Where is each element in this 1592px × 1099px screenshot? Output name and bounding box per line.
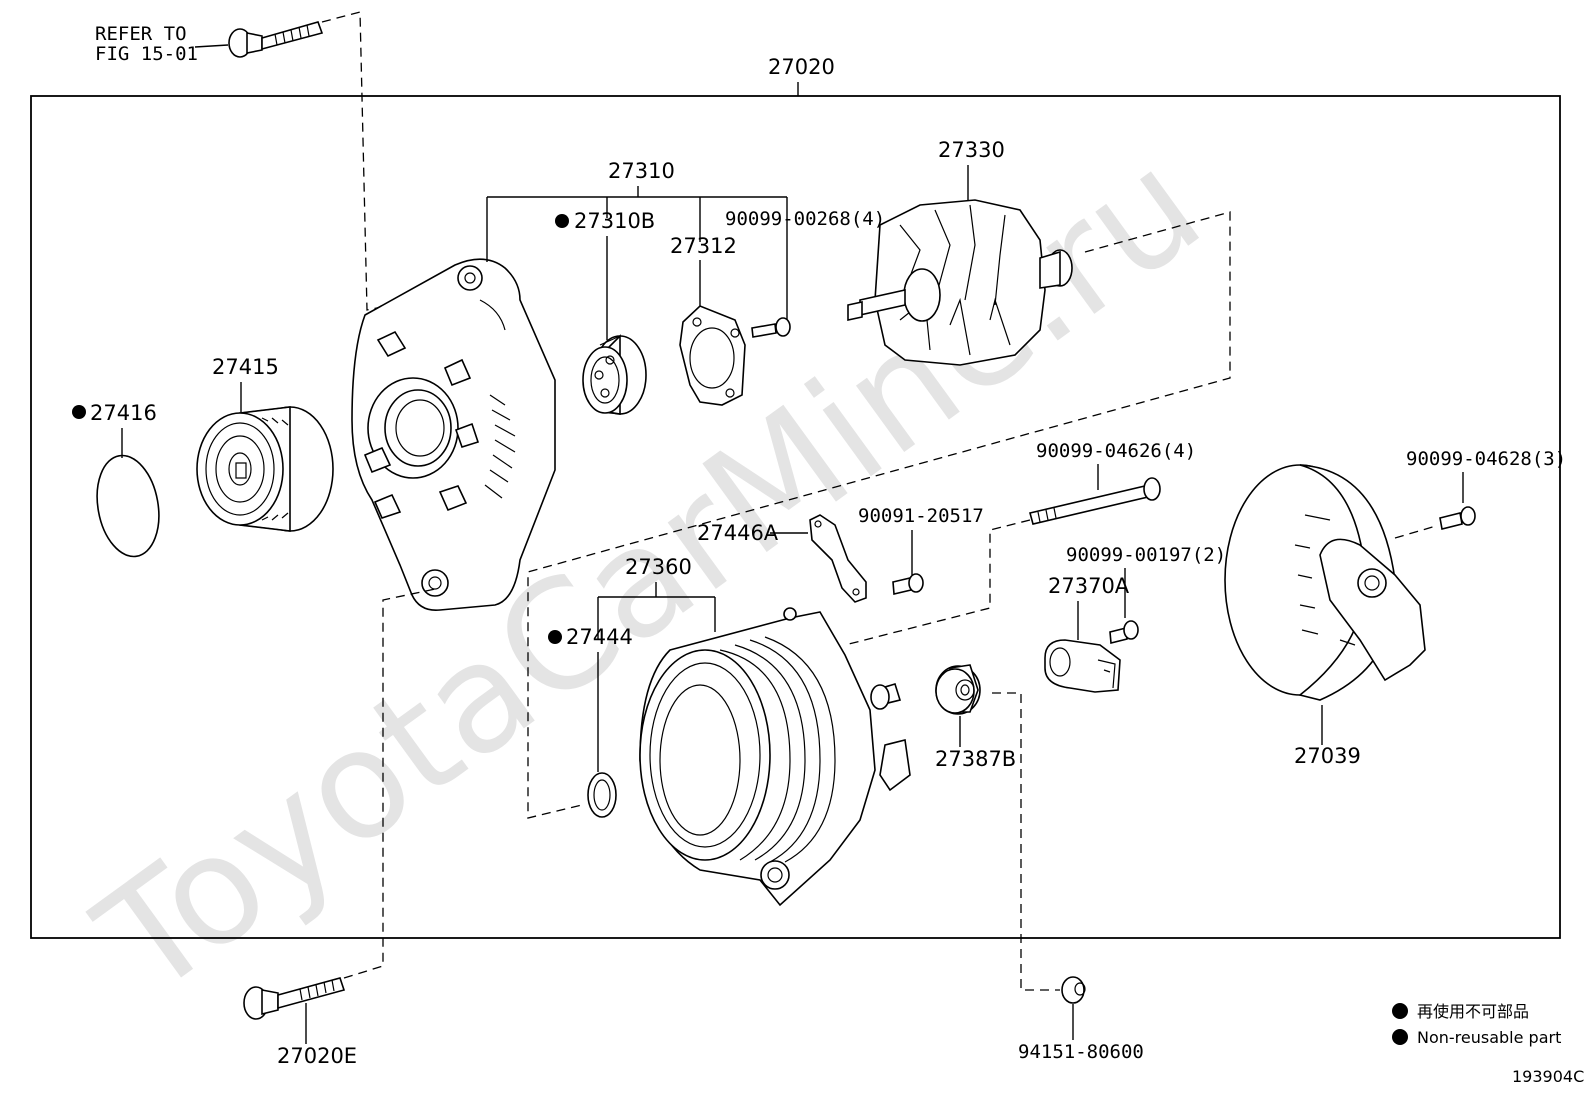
cap-icon[interactable] bbox=[90, 451, 167, 562]
drive-end-frame-icon[interactable] bbox=[351, 258, 556, 612]
label-retainer[interactable]: 27312 bbox=[670, 234, 737, 258]
insulator-icon[interactable] bbox=[935, 664, 981, 715]
label-drive-frame-group[interactable]: 27310 bbox=[608, 159, 675, 183]
label-insulator[interactable]: 27387B bbox=[935, 747, 1016, 771]
refer-bolt-icon[interactable] bbox=[228, 21, 324, 58]
insulator-dash bbox=[992, 692, 1060, 991]
label-bolt-bottom[interactable]: 27020E bbox=[277, 1044, 357, 1068]
stator-icon[interactable] bbox=[639, 607, 911, 907]
rotor-dash bbox=[527, 211, 1231, 819]
drive-frame-bracket bbox=[486, 186, 788, 325]
through-bolt-icon[interactable] bbox=[1029, 477, 1161, 525]
label-nut-bottom[interactable]: 94151-80600 bbox=[1018, 1041, 1144, 1063]
non-reusable-dot-cap bbox=[72, 405, 86, 419]
legend-en: Non-reusable part bbox=[1417, 1028, 1561, 1047]
figure-id: 193904C bbox=[1512, 1067, 1584, 1086]
regulator-icon[interactable] bbox=[1044, 639, 1121, 693]
legend-jp: 再使用不可部品 bbox=[1417, 1002, 1529, 1021]
nut-right-icon[interactable] bbox=[1439, 506, 1476, 530]
retainer-icon[interactable] bbox=[679, 305, 746, 406]
non-reusable-dot-bearing bbox=[555, 214, 569, 228]
refer-note-line1: REFER TO bbox=[95, 23, 187, 45]
nut-right-dash bbox=[1394, 525, 1437, 539]
seal-icon[interactable] bbox=[587, 772, 617, 818]
bearing-icon[interactable] bbox=[582, 334, 647, 415]
bolt-bracket-icon[interactable] bbox=[892, 573, 924, 595]
label-assembly[interactable]: 27020 bbox=[768, 55, 835, 79]
label-rotor[interactable]: 27330 bbox=[938, 138, 1005, 162]
label-bolt-bracket[interactable]: 90091-20517 bbox=[858, 505, 984, 527]
legend-dot-en bbox=[1392, 1029, 1408, 1045]
rotor-icon[interactable] bbox=[847, 199, 1073, 366]
non-reusable-dot-seal bbox=[548, 630, 562, 644]
bolt-bottom-dash bbox=[343, 587, 441, 979]
label-seal[interactable]: 27444 bbox=[566, 625, 633, 649]
label-pulley[interactable]: 27415 bbox=[212, 355, 279, 379]
nut-bottom-icon[interactable] bbox=[1061, 976, 1086, 1004]
label-cap[interactable]: 27416 bbox=[90, 401, 157, 425]
refer-note-line2: FIG 15-01 bbox=[95, 43, 198, 65]
label-regulator[interactable]: 27370A bbox=[1048, 574, 1130, 598]
pulley-icon[interactable] bbox=[196, 406, 334, 532]
label-rear-cover[interactable]: 27039 bbox=[1294, 744, 1361, 768]
label-screw-top[interactable]: 90099-00268(4) bbox=[725, 208, 885, 230]
screw-top-icon[interactable] bbox=[751, 317, 791, 338]
label-nut-right[interactable]: 90099-04628(3) bbox=[1406, 448, 1566, 470]
bolt-bottom-icon[interactable] bbox=[243, 977, 346, 1020]
label-bearing[interactable]: 27310B bbox=[574, 209, 655, 233]
rear-cover-icon[interactable] bbox=[1224, 464, 1426, 701]
through-bolt-dash bbox=[844, 519, 1031, 646]
assembly-frame bbox=[30, 95, 1561, 939]
label-stator-group[interactable]: 27360 bbox=[625, 555, 692, 579]
refer-dash bbox=[321, 11, 441, 311]
label-bracket[interactable]: 27446A bbox=[697, 521, 779, 545]
stator-bracket bbox=[597, 582, 716, 640]
screw-regulator-icon[interactable] bbox=[1109, 620, 1139, 645]
bracket-icon[interactable] bbox=[809, 514, 867, 603]
legend-dot-jp bbox=[1392, 1003, 1408, 1019]
refer-leader bbox=[194, 44, 229, 48]
label-through-bolt[interactable]: 90099-04626(4) bbox=[1036, 440, 1196, 462]
label-screw-regulator[interactable]: 90099-00197(2) bbox=[1066, 544, 1226, 566]
